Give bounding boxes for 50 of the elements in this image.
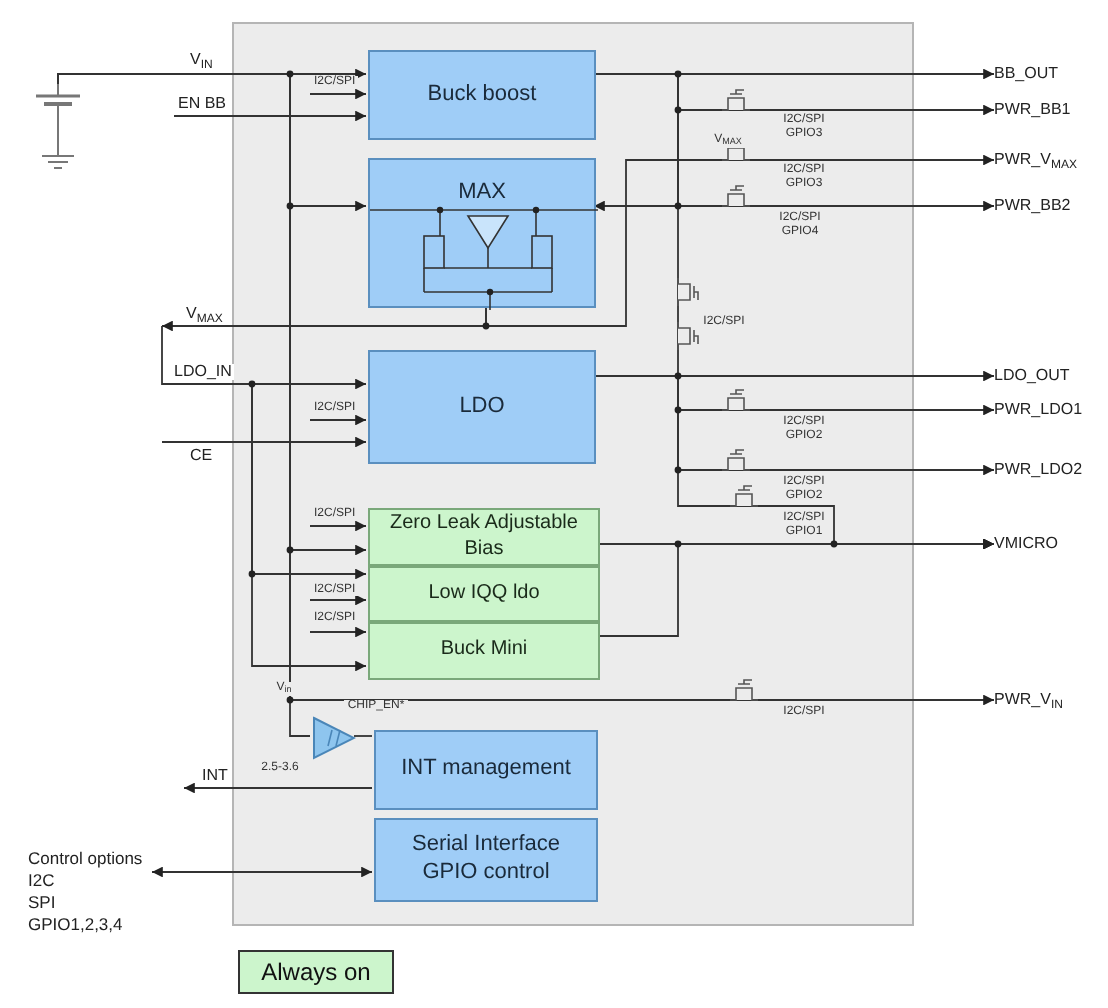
arrow <box>151 866 373 878</box>
legend-label: Always on <box>261 956 371 990</box>
edge-label: V$_{IN}$ <box>188 52 215 68</box>
pin-name: LDO_OUT <box>994 364 1070 388</box>
chip-boundary <box>232 22 914 926</box>
function-block <box>368 50 596 140</box>
function-block <box>374 730 598 810</box>
arrow <box>161 436 367 448</box>
arrow <box>309 520 367 532</box>
pin-name: PWR_V$_{MAX}$ <box>994 148 1077 172</box>
arrow <box>173 110 367 122</box>
function-block <box>368 350 596 464</box>
block-title: Serial Interface GPIO control <box>410 832 562 888</box>
edge-label: LDO_IN <box>172 364 234 380</box>
pin-name: PWR_LDO2 <box>994 458 1083 482</box>
edge-label: INT <box>200 768 230 784</box>
function-block <box>374 818 598 902</box>
edge-label: CE <box>188 448 215 464</box>
block-title: Zero Leak Adjustable Bias <box>388 512 580 562</box>
connector-line <box>353 735 373 737</box>
list-item: I2C <box>28 870 57 892</box>
arrow <box>309 594 367 606</box>
arrow <box>161 325 367 390</box>
pin-name: VMICRO <box>994 532 1058 556</box>
pin-name: PWR_V$_{IN}$ <box>994 688 1063 712</box>
list-item: SPI <box>28 892 58 914</box>
list-heading: Control options <box>28 848 145 870</box>
list-item: GPIO1,2,3,4 <box>28 914 125 936</box>
arrow <box>183 782 373 794</box>
function-block <box>368 566 600 622</box>
block-title: Buck boost <box>427 81 537 109</box>
pin-name: PWR_BB1 <box>994 98 1071 122</box>
edge-label: EN BB <box>176 96 229 112</box>
block-title: MAX <box>458 180 506 204</box>
arrow <box>309 414 367 426</box>
function-block <box>368 508 600 566</box>
block-title: Low IQQ ldo <box>428 581 540 607</box>
connector-line <box>593 73 679 377</box>
block-title: LDO <box>459 393 505 421</box>
edge-label: V$_{MAX}$ <box>184 306 225 322</box>
arrow <box>251 383 367 672</box>
block-title: INT management <box>401 756 571 784</box>
block-title: Buck Mini <box>440 638 528 664</box>
arrow <box>309 88 367 100</box>
function-block <box>368 622 600 680</box>
arrow <box>485 154 995 327</box>
pin-name: PWR_LDO1 <box>994 398 1083 422</box>
pin-name: BB_OUT <box>994 62 1059 86</box>
pin-name: PWR_BB2 <box>994 194 1071 218</box>
arrow <box>309 626 367 638</box>
